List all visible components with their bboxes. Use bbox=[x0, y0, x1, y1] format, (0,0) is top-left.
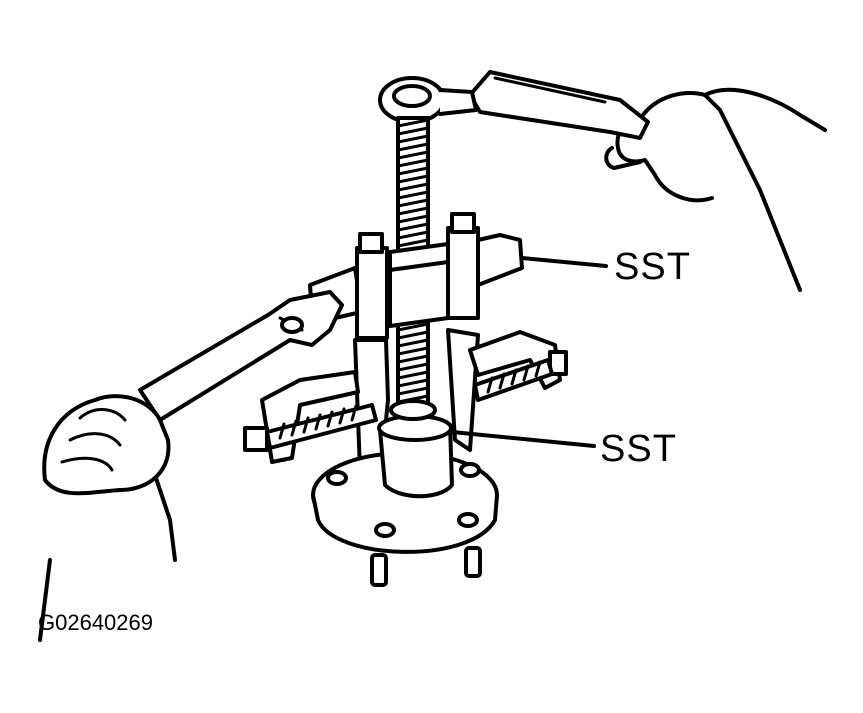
upper-sst-leader-line bbox=[522, 258, 606, 266]
lower-sst-leader-line bbox=[452, 432, 594, 446]
left-hand bbox=[40, 396, 175, 640]
upper-sst-crossbar bbox=[310, 214, 522, 338]
upper-sst-label: SST bbox=[614, 246, 691, 288]
ring-wrench bbox=[380, 72, 648, 138]
lower-sst-label: SST bbox=[600, 428, 677, 470]
figure-id: G02640269 bbox=[38, 610, 153, 635]
adjustable-wrench bbox=[140, 292, 342, 420]
axle-hub bbox=[313, 401, 497, 585]
